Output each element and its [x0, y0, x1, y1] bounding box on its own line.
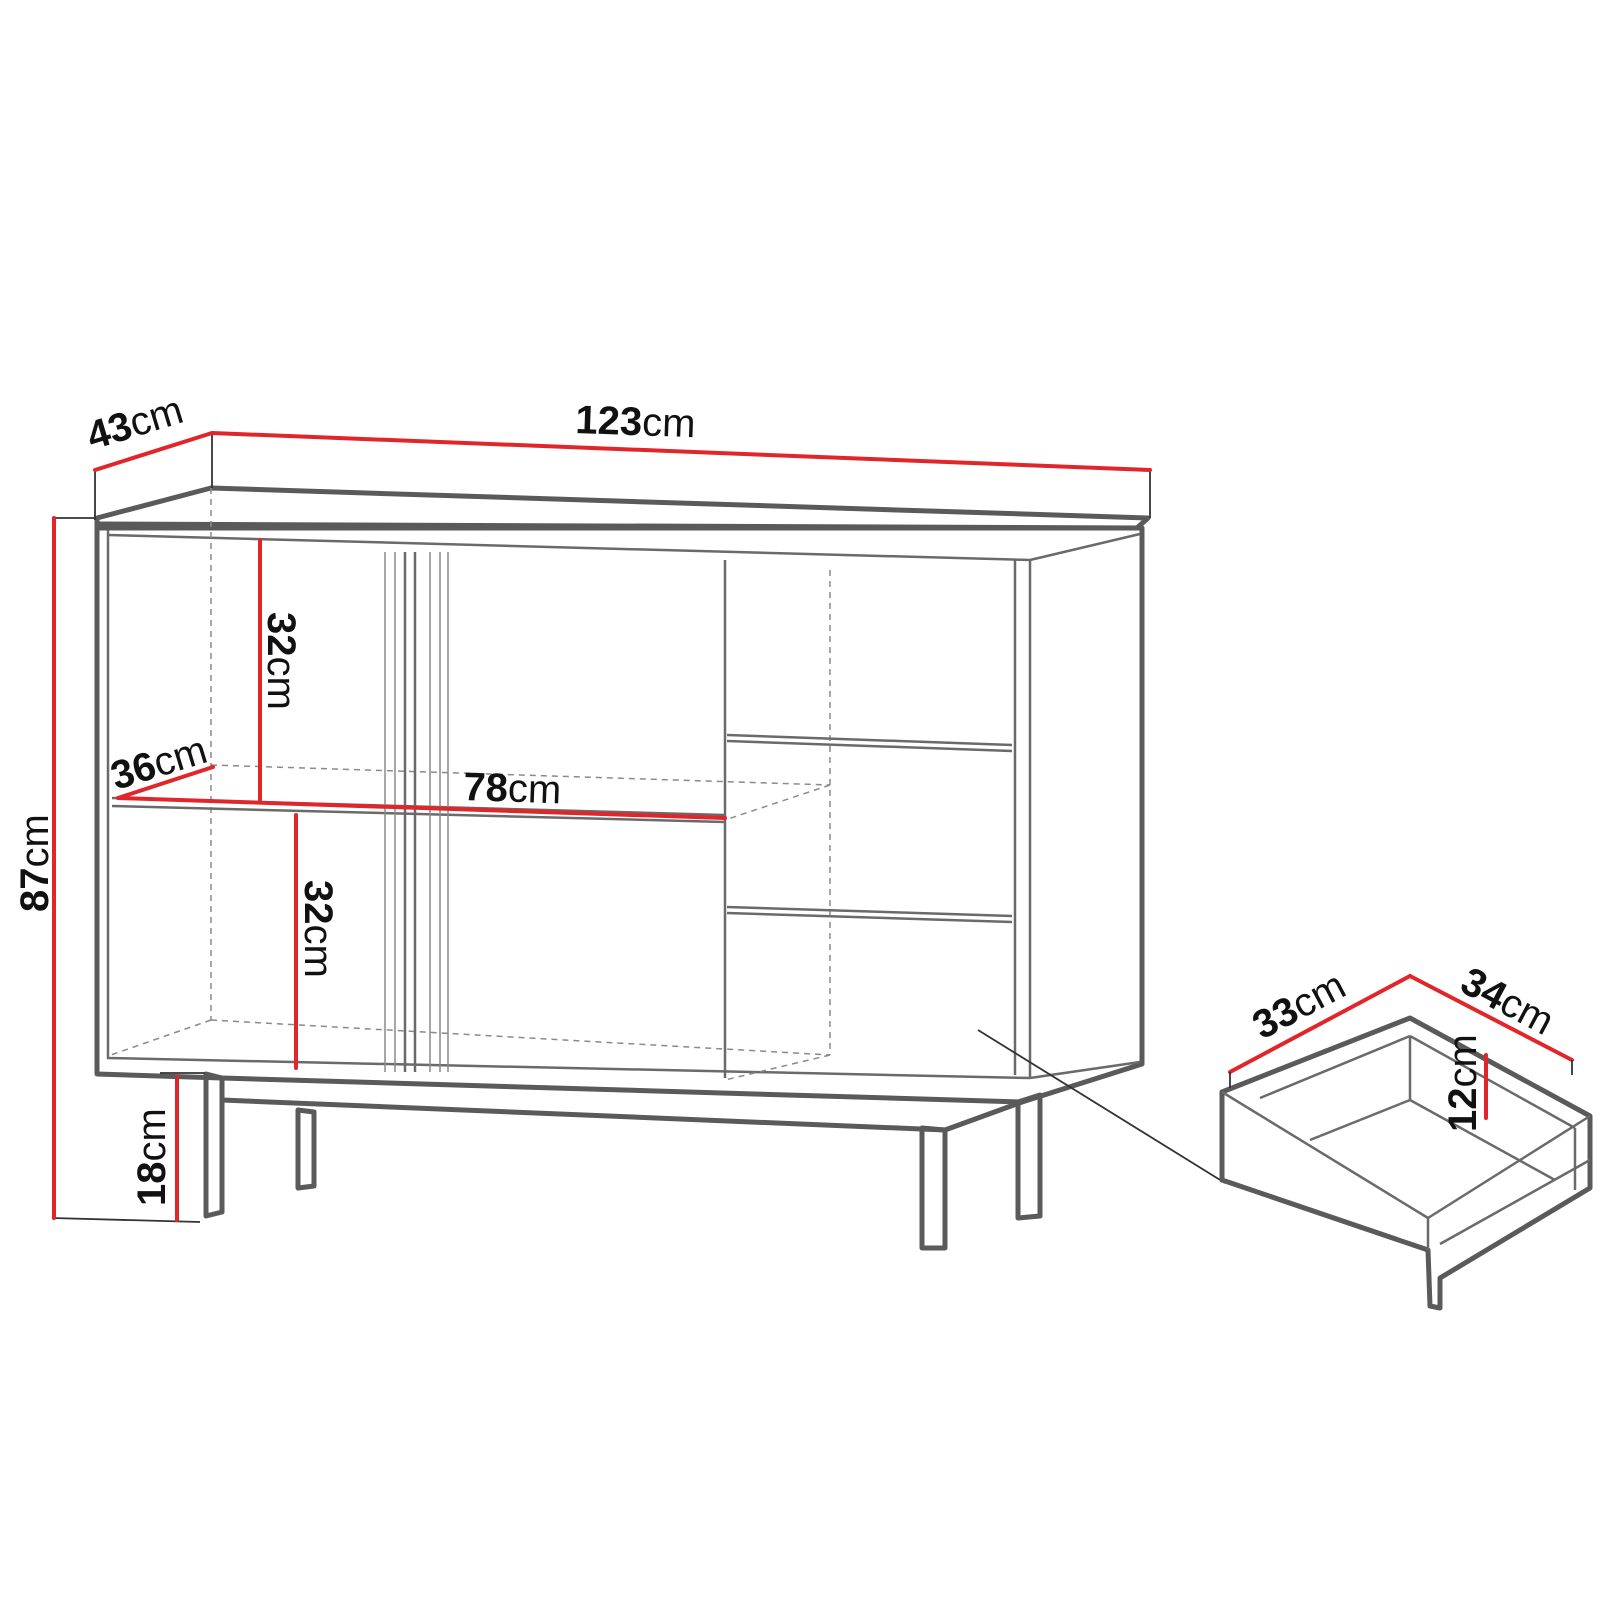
label-drawer-depth: 34cm	[1454, 959, 1561, 1044]
dim-line-shelf-width	[116, 796, 727, 820]
sideboard	[94, 485, 1226, 1251]
dimension-labels: 43cm 123cm 87cm 18cm 32cm 32cm 36cm 78cm…	[13, 388, 1561, 1206]
legs	[203, 1071, 1043, 1251]
dim-line-depth-top	[93, 431, 214, 472]
top-panel	[94, 485, 1151, 531]
leg-back-right	[1015, 1092, 1043, 1221]
leg-front-right	[919, 1125, 948, 1251]
base-rail	[219, 1075, 1025, 1133]
dim-line-drawer-depth	[1408, 974, 1574, 1062]
label-compartment-upper: 32cm	[259, 612, 303, 710]
dim-line-shelf-depth	[116, 765, 215, 800]
label-height-total: 87cm	[13, 814, 57, 912]
drawer-body	[1219, 1015, 1593, 1311]
label-leg-height: 18cm	[130, 1108, 174, 1206]
inner-frame	[106, 530, 1031, 1080]
left-shelf	[111, 804, 726, 824]
dim-line-drawer-width	[1228, 974, 1412, 1074]
drawer-detail	[1219, 1015, 1593, 1311]
label-drawer-height: 12cm	[1441, 1034, 1485, 1132]
fluted-panel	[384, 552, 449, 1072]
dimension-lines	[51, 431, 1574, 1223]
label-compartment-lower: 32cm	[296, 880, 340, 978]
label-shelf-depth: 36cm	[106, 728, 212, 799]
leg-back-left	[295, 1107, 317, 1191]
dim-line-width-top	[210, 431, 1152, 472]
label-shelf-width: 78cm	[463, 765, 562, 812]
label-width-top: 123cm	[575, 398, 697, 446]
label-depth-top: 43cm	[82, 388, 188, 459]
leg-front-left	[203, 1071, 225, 1219]
detail-leader	[977, 1029, 1226, 1184]
